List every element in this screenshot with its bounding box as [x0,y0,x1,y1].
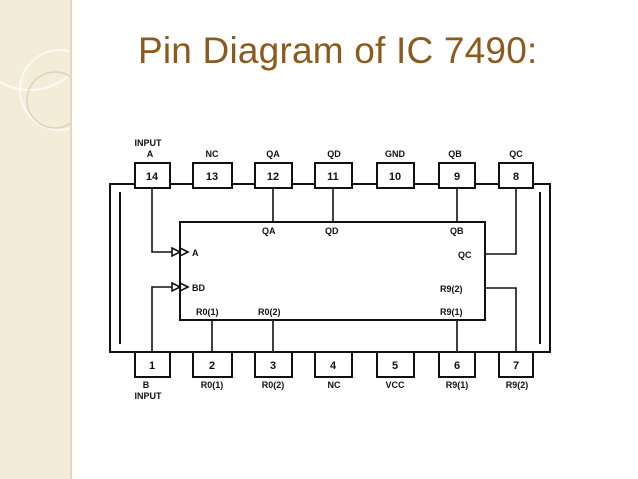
pin-5-box [376,351,415,378]
internal-labels: A BD QA QD QB QC R0(1) R0(2) R9(2) R9(1) [192,226,472,317]
pin-11-number: 11 [327,171,339,183]
bottom-pin-labels: B INPUT R0(1) R0(2) NC VCC R9(1) R9(2) [135,380,529,401]
bottom-pin-boxes [134,351,534,378]
pin-12-number: 12 [267,171,279,183]
pin-7-number: 7 [513,360,519,372]
bottom-pin-numbers: 1 2 3 4 5 6 7 [149,360,519,372]
internal-wires [151,188,517,352]
pin-8-label: QC [509,149,523,159]
decorative-circles [0,49,70,131]
internal-qa-label: QA [262,226,276,236]
sidebar-divider [70,0,72,479]
pin-5-label: VCC [385,380,405,390]
pin-14-number: 14 [146,171,159,183]
slide-title: Pin Diagram of IC 7490: [138,30,538,71]
clock-a-triangle [171,246,182,258]
pin-12-box [254,162,293,189]
clock-b-triangle [171,281,182,293]
internal-qd-label: QD [325,226,339,236]
internal-bd-label: BD [192,283,205,293]
pin-1-number: 1 [149,360,155,372]
top-pin-labels: INPUT A NC QA QD GND QB QC [135,138,524,159]
pin-10-label: GND [385,149,406,159]
clock-input-markers [171,246,190,293]
internal-qb-label: QB [450,226,464,236]
pin-6-number: 6 [454,360,460,372]
clock-b-triangle-inner [179,281,190,293]
pin-2-label: R0(1) [201,380,224,390]
pin-7-box [498,351,534,378]
internal-r01-label: R0(1) [196,307,219,317]
pin-13-box [192,162,233,189]
internal-r02-label: R0(2) [258,307,281,317]
pin-10-box [376,162,415,189]
pin-2-box [192,351,233,378]
pin-14-label-top: INPUT [135,138,163,148]
internal-chip-block [179,221,486,321]
pin-4-label: NC [328,380,341,390]
pin-13-label: NC [206,149,219,159]
pin-2-number: 2 [209,360,215,372]
top-pin-numbers: 14 13 12 11 10 9 8 [146,171,519,183]
slide-sidebar [0,0,70,479]
internal-r92-label: R9(2) [440,284,463,294]
clock-a-triangle-inner [179,246,190,258]
pin-11-box [314,162,353,189]
internal-qc-label: QC [458,250,472,260]
internal-r91-label: R9(1) [440,307,463,317]
pin-3-box [254,351,293,378]
pin-6-label: R9(1) [446,380,469,390]
pin-8-number: 8 [513,171,519,183]
pin-9-label: QB [448,149,462,159]
pin-1-box [134,351,171,378]
pin-8-box [498,162,534,189]
pin-4-box [314,351,353,378]
pin-3-label: R0(2) [262,380,285,390]
pin-4-number: 4 [330,360,337,372]
ic-package-outline [109,183,551,353]
pin-13-number: 13 [206,171,218,183]
pin-11-label: QD [327,149,341,159]
pin-3-number: 3 [270,360,276,372]
internal-a-label: A [192,248,199,258]
pin-12-label: QA [266,149,280,159]
pin-5-number: 5 [392,360,398,372]
pin-1-label-bottom: INPUT [135,391,163,401]
pin-1-label: B [143,380,150,390]
pin-10-number: 10 [389,171,401,183]
pin-14-label: A [147,149,154,159]
pin-9-number: 9 [454,171,460,183]
pin-7-label: R9(2) [506,380,529,390]
